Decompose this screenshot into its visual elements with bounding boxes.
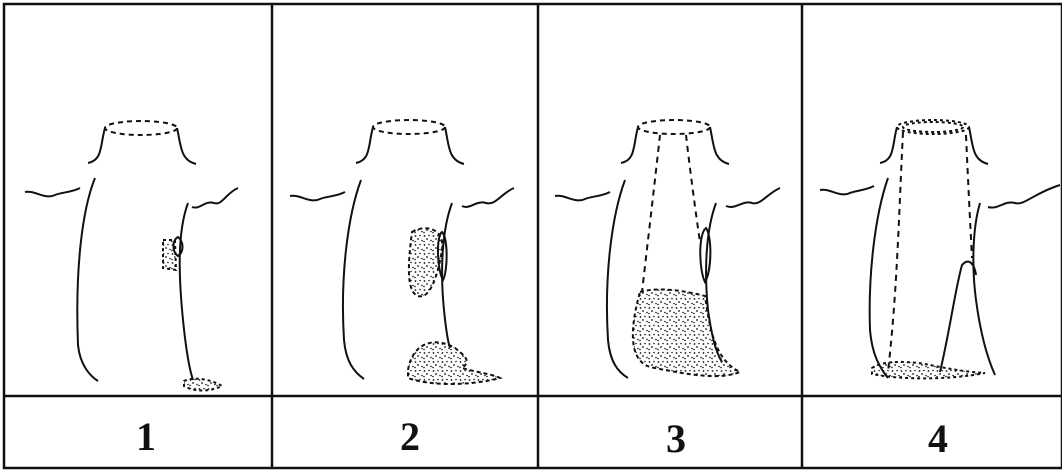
upper-decay-pocket <box>409 228 442 296</box>
stump-right-side <box>710 127 729 164</box>
left-branch <box>25 188 80 196</box>
left-branch <box>820 186 874 194</box>
stump-top-inner <box>903 122 963 132</box>
stump-right-side <box>445 127 464 164</box>
trunk-left-edge <box>77 178 98 381</box>
left-branch <box>290 192 345 200</box>
panel-3-label: 3 <box>666 416 686 461</box>
decay-column-outline <box>642 135 700 292</box>
panel-1-label: 1 <box>136 414 156 459</box>
left-branch <box>555 192 610 200</box>
hollow-core-outline <box>888 132 972 372</box>
stump-left-side <box>356 127 373 163</box>
trunk-right-edge <box>442 203 452 348</box>
panel-3-tree-drawing <box>555 120 780 378</box>
trunk-left-edge <box>607 180 628 378</box>
root-decay <box>408 342 500 384</box>
trunk-left-edge <box>870 178 888 378</box>
stump-top <box>638 120 710 134</box>
stump-left-side <box>88 128 105 163</box>
panel-4-label: 4 <box>928 416 948 461</box>
trunk-left-edge <box>343 180 364 379</box>
panel-2-label: 2 <box>400 414 420 459</box>
stump-right-side <box>969 127 988 164</box>
basal-decay <box>633 289 740 376</box>
panel-2-tree-drawing <box>290 120 514 384</box>
right-branch <box>726 188 780 207</box>
right-branch <box>462 188 514 207</box>
root-decay <box>184 379 222 391</box>
callus-ridge <box>940 262 976 372</box>
decay-spot <box>163 240 176 270</box>
panel-grid <box>4 4 1062 468</box>
panel-1-tree-drawing <box>25 121 238 391</box>
stump-top <box>373 120 445 134</box>
right-branch <box>988 185 1060 208</box>
right-branch <box>192 188 238 208</box>
stump-left-side <box>880 127 897 163</box>
trunk-right-edge <box>180 203 193 380</box>
residual-basal-decay <box>872 362 985 378</box>
stump-left-side <box>621 127 638 163</box>
stump-right-side <box>177 128 196 164</box>
panel-4-tree-drawing <box>820 120 1060 378</box>
trunk-right-edge <box>973 203 995 375</box>
stump-top <box>105 121 177 135</box>
